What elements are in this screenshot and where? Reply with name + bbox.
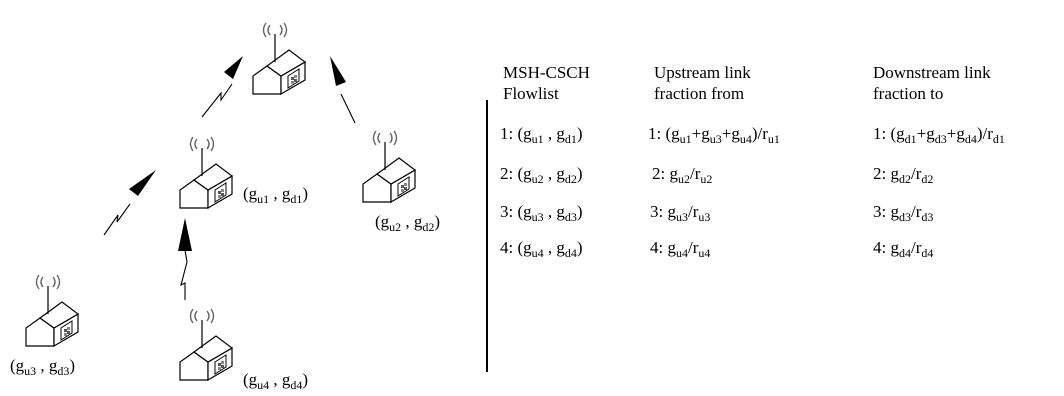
uplink-arrow-node3 [103,170,156,236]
downstream-row-3: 3: gd3/rd3 [873,202,934,224]
node4-label: (gu4 , gd4) [243,370,309,392]
uplink-arrow-node1 [201,56,243,118]
uplink-arrow-node2 [330,56,356,124]
node2-house [362,130,416,203]
flowlist-row-3: 3: (gu3 , gd3) [500,202,583,224]
node1-house [179,136,233,209]
downstream-row-1: 1: (gd1+gd3+gd4)/rd1 [873,124,1005,146]
downstream-row-4: 4: gd4/rd4 [873,238,934,260]
flowlist-row-4: 4: (gu4 , gd4) [500,238,583,260]
flowlist-row-2: 2: (gu2 , gd2) [500,164,583,186]
upstream-row-1: 1: (gu1+gu3+gu4)/ru1 [648,124,780,146]
base-station-house [252,22,306,95]
header-flowlist: MSH-CSCH Flowlist [503,63,590,103]
flowlist-row-1: 1: (gu1 , gd1) [500,124,583,146]
node3-house [25,274,79,347]
header-downstream: Downstream link fraction to [873,63,991,103]
node2-label: (gu2 , gd2) [375,212,441,234]
node3-label: (gu3 , gd3) [10,356,76,378]
upstream-row-2: 2: gu2/ru2 [652,164,713,186]
uplink-arrow-node4 [178,218,192,300]
node4-house [179,308,233,381]
upstream-row-3: 3: gu3/ru3 [650,202,711,224]
table-separator-line [486,100,488,372]
header-upstream: Upstream link fraction from [654,63,751,103]
mesh-network-diagram [25,22,416,381]
node1-label: (gu1 , gd1) [243,184,309,206]
upstream-row-4: 4: gu4/ru4 [650,238,711,260]
downstream-row-2: 2: gd2/rd2 [873,164,934,186]
